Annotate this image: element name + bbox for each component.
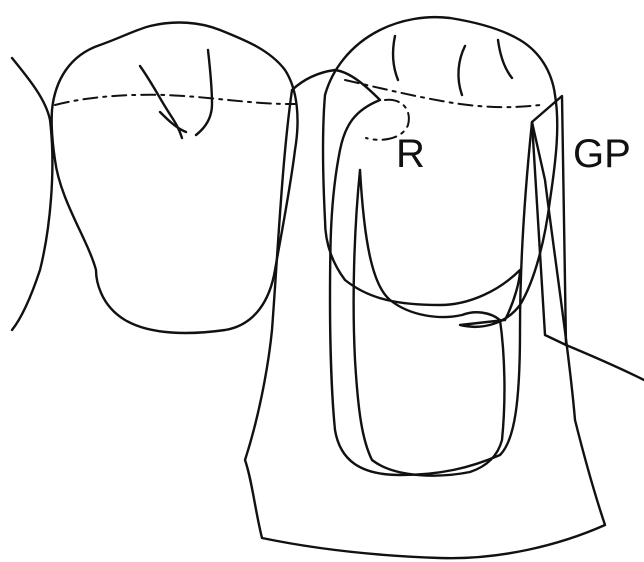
rest-label: R [396, 132, 425, 176]
right-tooth [323, 17, 557, 327]
left-adjacent-tooth-edge [12, 58, 52, 330]
rpd-framework [245, 70, 605, 558]
guide-plane-label: GP [573, 132, 631, 176]
left-tooth [52, 23, 298, 333]
gingival-line [566, 345, 644, 380]
